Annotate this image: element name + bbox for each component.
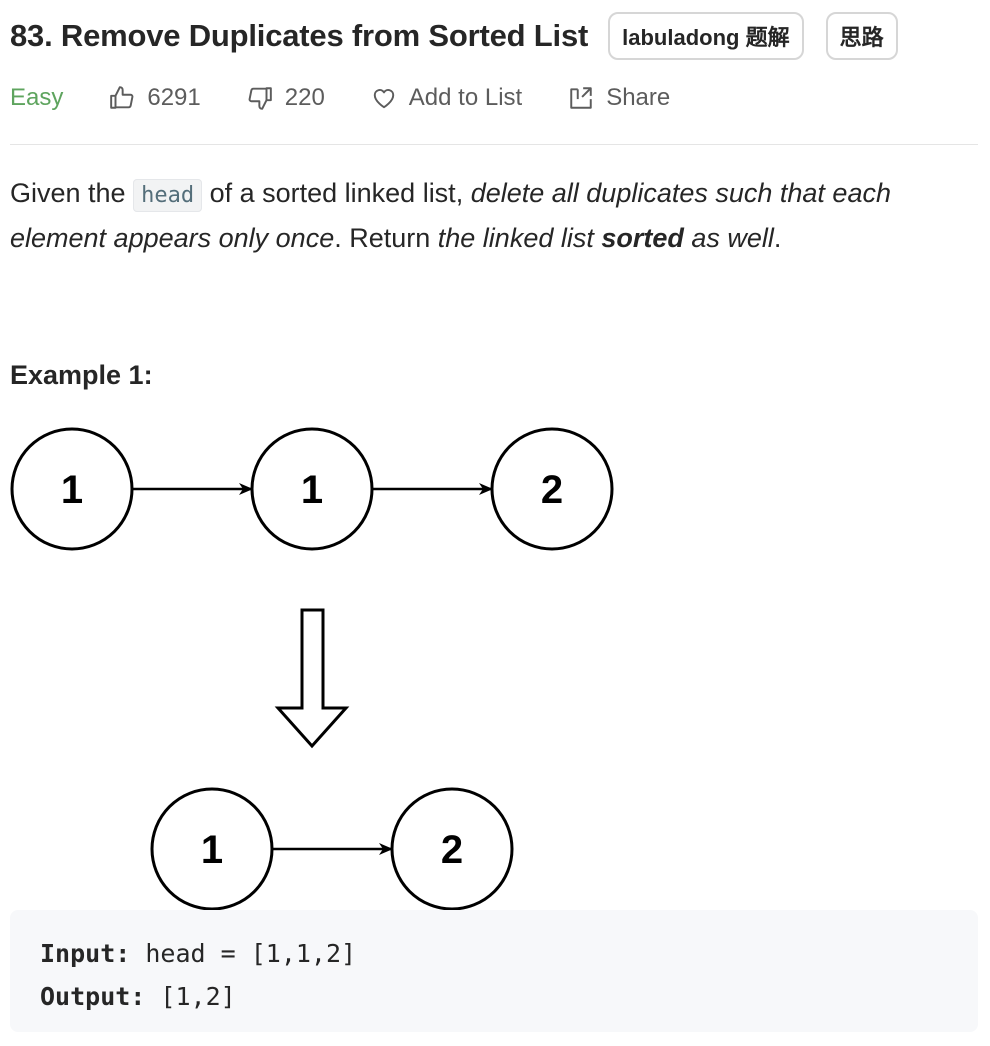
dislike-count: 220 [284, 84, 325, 111]
add-to-list-label: Add to List [408, 84, 523, 111]
before-node-1: 1 [10, 427, 134, 551]
problem-header: 83. Remove Duplicates from Sorted List l… [10, 12, 978, 60]
add-to-list-button[interactable]: Add to List [371, 84, 522, 112]
example-output-line: Output: [1,2] [40, 975, 948, 1018]
before-node-2: 1 [250, 427, 374, 551]
dislike-button[interactable]: 220 [247, 84, 325, 112]
description-text: of a sorted linked list, [202, 178, 471, 208]
problem-meta-bar: Easy 6291 220 Add to List [10, 78, 716, 118]
description-text: . [773, 223, 782, 253]
svg-text:2: 2 [541, 468, 563, 512]
like-button[interactable]: 6291 [109, 84, 201, 112]
inline-code-head: head [133, 179, 203, 212]
share-label: Share [606, 84, 671, 111]
example-title: Example 1: [10, 360, 153, 390]
description-text: . Return [334, 223, 438, 253]
solution-tag-button[interactable]: labuladong 题解 [608, 12, 804, 60]
difficulty-label: Easy [10, 84, 64, 111]
description-bold: sorted [601, 223, 684, 253]
header-divider [10, 144, 978, 145]
description-text: Given the [10, 178, 134, 208]
output-label: Output: [40, 982, 146, 1011]
output-value: [1,2] [145, 982, 236, 1011]
share-icon [568, 85, 594, 111]
svg-text:1: 1 [61, 468, 83, 512]
thumbs-up-icon [109, 85, 135, 111]
heart-icon [371, 85, 397, 111]
problem-description: Given the head of a sorted linked list, … [10, 172, 978, 259]
example-input-line: Input: head = [1,1,2] [40, 932, 948, 975]
after-node-2: 2 [390, 787, 514, 910]
transform-down-arrow-icon [274, 608, 350, 749]
input-label: Input: [40, 939, 131, 968]
after-node-1: 1 [150, 787, 274, 910]
svg-text:2: 2 [441, 828, 463, 872]
linked-list-diagram: 1 1 2 1 2 [10, 427, 614, 910]
problem-title: 83. Remove Duplicates from Sorted List [10, 18, 589, 53]
svg-text:1: 1 [201, 828, 223, 872]
input-value: head = [1,1,2] [130, 939, 357, 968]
thumbs-down-icon [247, 85, 273, 111]
hint-tag-button[interactable]: 思路 [825, 12, 898, 60]
before-node-3: 2 [490, 427, 614, 551]
description-emphasis: the linked list sorted as well [437, 223, 774, 253]
example-io-block: Input: head = [1,1,2] Output: [1,2] [10, 910, 978, 1032]
description-emphasis: delete all duplicates such that each ele… [10, 178, 891, 253]
share-button[interactable]: Share [568, 84, 670, 112]
like-count: 6291 [147, 84, 201, 111]
svg-text:1: 1 [301, 468, 323, 512]
